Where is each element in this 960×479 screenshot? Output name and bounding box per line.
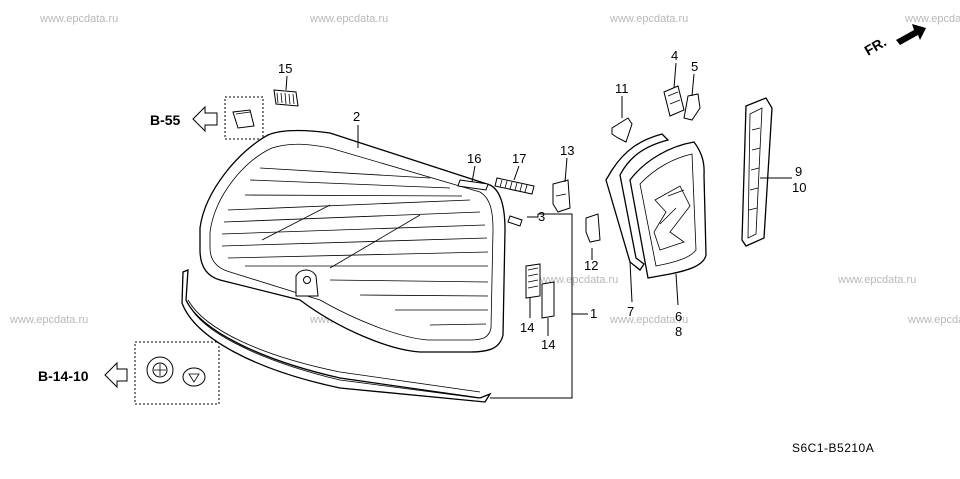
callout-10: 10 xyxy=(792,180,806,195)
callout-14a: 14 xyxy=(520,320,534,335)
part-17-spacer[interactable] xyxy=(494,177,535,195)
reference-b1410[interactable]: B-14-10 xyxy=(38,341,220,405)
part-15-clip[interactable] xyxy=(273,89,299,107)
left-arrow-icon xyxy=(104,361,128,389)
grommet-cap-icon xyxy=(182,367,206,387)
watermark: www.epcdata.ru xyxy=(609,314,688,326)
watermark: www.epcdata.ru xyxy=(9,314,88,326)
callout-15: 15 xyxy=(278,61,292,76)
clip-part-icon xyxy=(232,109,255,129)
ref-b55-label: B-55 xyxy=(150,112,181,128)
ref-b1410-label: B-14-10 xyxy=(38,368,89,384)
watermark: www.epcdata.ru xyxy=(539,274,618,286)
left-arrow-icon xyxy=(192,105,218,133)
callout-3: 3 xyxy=(538,209,545,224)
leader-lines xyxy=(285,62,792,399)
callout-5: 5 xyxy=(691,59,698,74)
part-11-clip[interactable] xyxy=(611,117,633,143)
diagram-code: S6C1-B5210A xyxy=(792,441,874,455)
watermark: www.epcdata.ru xyxy=(904,13,960,25)
callout-14b: 14 xyxy=(541,337,555,352)
part-13-bracket[interactable] xyxy=(552,179,571,213)
callout-11: 11 xyxy=(615,81,629,96)
watermark: www.epcdata.ru xyxy=(837,274,916,286)
callout-4: 4 xyxy=(671,48,678,63)
part-3-fastener[interactable] xyxy=(507,215,523,227)
watermark: www.epcdata.ru xyxy=(39,13,118,25)
watermark: www.epcdata.ru xyxy=(907,314,960,326)
callout-1: 1 xyxy=(590,306,597,321)
front-direction-indicator: FR. xyxy=(862,24,926,59)
callout-9: 9 xyxy=(795,164,802,179)
part-5-clip[interactable] xyxy=(683,93,701,121)
watermark: www.epcdata.ru xyxy=(309,13,388,25)
reference-b55[interactable]: B-55 xyxy=(150,96,264,140)
part-14-clip-a[interactable] xyxy=(525,263,541,299)
part-9-pillar-trim[interactable] xyxy=(741,97,773,247)
callout-numbers: 15 2 16 17 13 3 12 1 14 14 11 4 5 7 6 8 … xyxy=(278,48,806,352)
wiper-hole-icon xyxy=(303,276,311,284)
callout-8: 8 xyxy=(675,324,682,339)
direction-label: FR. xyxy=(862,33,890,58)
part-7-molding[interactable] xyxy=(605,133,670,271)
b1410-group-box xyxy=(134,341,220,405)
callout-17: 17 xyxy=(512,151,526,166)
part-12-clip[interactable] xyxy=(585,213,601,243)
callout-6: 6 xyxy=(675,309,682,324)
callout-12: 12 xyxy=(584,258,598,273)
part-4-grommet[interactable] xyxy=(663,85,685,117)
callout-16: 16 xyxy=(467,151,481,166)
lower-molding[interactable] xyxy=(181,269,492,403)
part-16-spacer[interactable] xyxy=(457,179,489,191)
callout-13: 13 xyxy=(560,143,574,158)
callout-2: 2 xyxy=(353,109,360,124)
part-14-clip-b[interactable] xyxy=(541,281,555,319)
front-arrow-icon xyxy=(896,24,926,45)
part-6-quarter-glass[interactable] xyxy=(629,141,707,279)
rear-window-glass[interactable] xyxy=(199,129,506,353)
callout-7: 7 xyxy=(627,304,634,319)
watermark: www.epcdata.ru xyxy=(609,13,688,25)
